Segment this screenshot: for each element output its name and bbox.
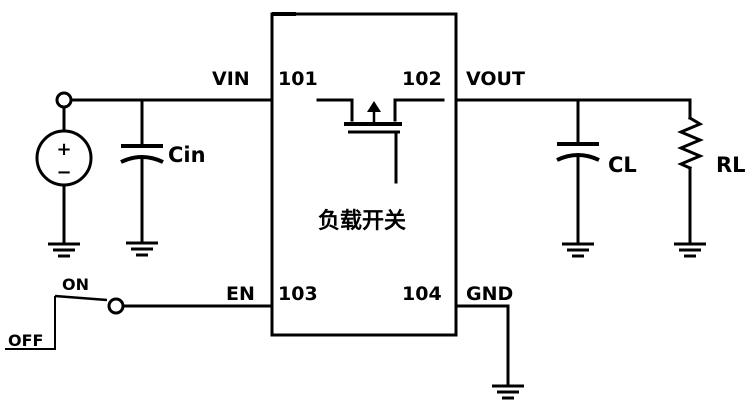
pin-102-label: 102: [402, 68, 442, 90]
resistor-icon: [677, 115, 704, 170]
switch-on-label: ON: [62, 275, 89, 294]
ground-icon-cl: [562, 242, 594, 258]
mosfet-arrow-icon: [367, 101, 381, 112]
ground-icon-rl: [674, 242, 706, 258]
vout-wire: [454, 98, 692, 120]
vin-label: VIN: [212, 68, 250, 90]
vout-label: VOUT: [466, 68, 525, 90]
vin-terminal: [55, 91, 73, 109]
switch-off-label: OFF: [8, 331, 43, 350]
switch-terminal: [107, 297, 125, 315]
cin-label: Cin: [168, 143, 206, 167]
en-label: EN: [226, 283, 255, 305]
mosfet-symbol: [316, 98, 445, 184]
chip-title: 负载开关: [318, 208, 406, 234]
cl-label: CL: [608, 153, 637, 177]
load-switch-chip: [270, 12, 458, 337]
switch-off-wire: [5, 296, 56, 350]
pin-101-label: 101: [278, 68, 318, 90]
rl-label: RL: [716, 153, 746, 177]
gnd-wire: [454, 304, 510, 387]
pin-104-label: 104: [402, 283, 442, 305]
ground-icon-chip: [492, 384, 524, 400]
source-minus-sign: −: [56, 162, 71, 183]
source-plus-sign: +: [56, 139, 71, 160]
gnd-label: GND: [466, 283, 513, 305]
switch-lever: [54, 294, 108, 302]
ground-icon-cin: [126, 241, 158, 257]
ground-icon-source: [48, 242, 80, 258]
pin-103-label: 103: [278, 283, 318, 305]
